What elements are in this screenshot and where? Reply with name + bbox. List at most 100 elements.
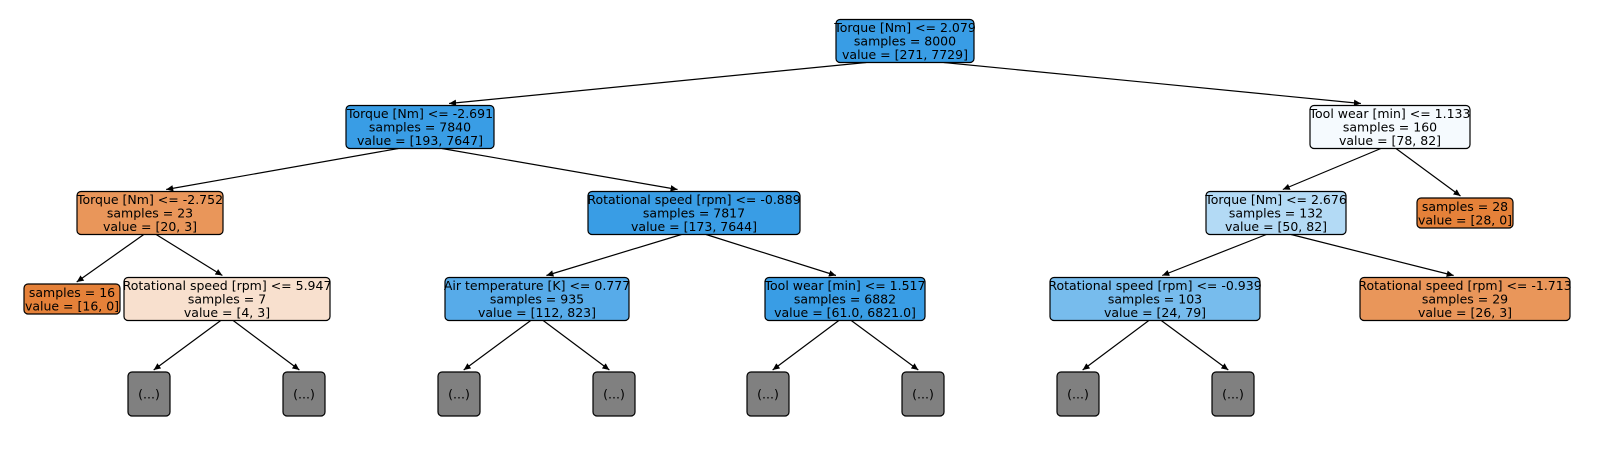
tree-edge-n10-t6 [850, 320, 919, 371]
node-box [901, 371, 945, 417]
tree-edge-n8-t1 [153, 320, 222, 371]
node-label-line: Tool wear [min] <= 1.133 [1309, 106, 1471, 121]
node-label-line: samples = 7 [188, 292, 266, 307]
node-label-line: samples = 23 [107, 206, 193, 221]
node-box [127, 371, 171, 417]
node-label-line: value = [193, 7647] [357, 133, 483, 148]
node-box [437, 371, 481, 417]
node-label-line: value = [20, 3] [103, 219, 197, 234]
node-label-line: Torque [Nm] <= -2.691 [346, 106, 493, 121]
truncated-node: (...) [592, 371, 636, 417]
tree-node: Rotational speed [rpm] <= -0.939samples … [1048, 276, 1262, 322]
node-label-line: Torque [Nm] <= 2.676 [1204, 192, 1347, 207]
tree-node: Rotational speed [rpm] <= -1.713samples … [1358, 276, 1572, 322]
node-label-line: value = [26, 3] [1418, 305, 1512, 320]
node-box [764, 276, 926, 322]
node-label-line: value = [271, 7729] [842, 47, 968, 62]
truncated-node: (...) [901, 371, 945, 417]
node-label-line: value = [16, 0] [25, 298, 119, 313]
tree-edge-n4-n10 [705, 233, 837, 277]
tree-edge-n5-n12 [1290, 233, 1454, 277]
node-label-line: (...) [138, 387, 160, 402]
node-label-line: (...) [1067, 387, 1089, 402]
node-label-line: samples = 103 [1108, 292, 1202, 307]
tree-edge-n2-n6 [1395, 148, 1461, 197]
node-box [282, 371, 326, 417]
node-label-line: Tool wear [min] <= 1.517 [764, 278, 926, 293]
node-box [587, 190, 801, 236]
truncated-node: (...) [127, 371, 171, 417]
node-box [1309, 104, 1471, 150]
tree-edge-n4-n9 [546, 233, 682, 277]
node-label-line: samples = 6882 [794, 292, 896, 307]
node-label-line: value = [4, 3] [184, 305, 270, 320]
truncated-node: (...) [437, 371, 481, 417]
tree-edge-n2-n5 [1282, 147, 1382, 191]
node-box [123, 276, 331, 322]
node-box [746, 371, 790, 417]
node-label-line: value = [78, 82] [1339, 133, 1441, 148]
tree-edge-n10-t5 [772, 320, 840, 371]
truncated-node: (...) [282, 371, 326, 417]
truncated-node: (...) [1211, 371, 1255, 417]
tree-edge-n9-t3 [463, 320, 532, 371]
node-label-line: value = [61.0, 6821.0] [774, 305, 916, 320]
node-label-line: value = [112, 823] [478, 305, 596, 320]
node-label-line: Rotational speed [rpm] <= -0.889 [587, 192, 800, 207]
node-label-line: Torque [Nm] <= 2.079 [833, 20, 976, 35]
node-label-line: samples = 160 [1343, 120, 1437, 135]
node-label-line: Air temperature [K] <= 0.777 [444, 278, 630, 293]
node-label-line: samples = 7840 [369, 120, 471, 135]
node-label-line: (...) [448, 387, 470, 402]
tree-node: Rotational speed [rpm] <= -0.889samples … [587, 190, 801, 236]
node-box [835, 18, 975, 64]
tree-edge-n1-n3 [166, 147, 399, 192]
node-box [1049, 276, 1261, 322]
node-box [1359, 276, 1571, 322]
tree-edge-n5-n11 [1162, 233, 1267, 277]
node-label-line: Rotational speed [rpm] <= -1.713 [1358, 278, 1571, 293]
node-box [345, 104, 495, 150]
node-label-line: samples = 29 [1422, 292, 1508, 307]
node-label-line: (...) [293, 387, 315, 402]
tree-edge-n8-t2 [232, 320, 300, 371]
node-label-line: samples = 16 [29, 285, 115, 300]
node-box [23, 283, 121, 315]
truncated-node: (...) [746, 371, 790, 417]
tree-edge-n3-n8 [155, 233, 223, 277]
node-box [1056, 371, 1100, 417]
tree-edge-n0-n1 [449, 61, 867, 106]
tree-edge-n3-n7 [76, 234, 145, 283]
node-label-line: samples = 28 [1422, 199, 1508, 214]
node-label-line: (...) [1222, 387, 1244, 402]
node-label-line: value = [24, 79] [1104, 305, 1206, 320]
node-label-line: (...) [912, 387, 934, 402]
truncated-node: (...) [1056, 371, 1100, 417]
tree-edge-n0-n2 [943, 61, 1361, 106]
node-box [1205, 190, 1347, 236]
node-label-line: value = [50, 82] [1225, 219, 1327, 234]
node-label-line: (...) [757, 387, 779, 402]
node-label-line: value = [173, 7644] [631, 219, 757, 234]
node-label-line: samples = 8000 [854, 34, 956, 49]
node-box [444, 276, 630, 322]
tree-edge-n11-t8 [1160, 320, 1229, 371]
node-label-line: value = [28, 0] [1418, 212, 1512, 227]
node-label-line: samples = 935 [490, 292, 584, 307]
node-label-line: Rotational speed [rpm] <= -0.939 [1048, 278, 1261, 293]
node-label-line: samples = 7817 [643, 206, 745, 221]
tree-edge-n1-n4 [441, 147, 678, 192]
tree-edge-n11-t7 [1082, 320, 1150, 371]
node-box [1416, 197, 1514, 229]
node-box [592, 371, 636, 417]
